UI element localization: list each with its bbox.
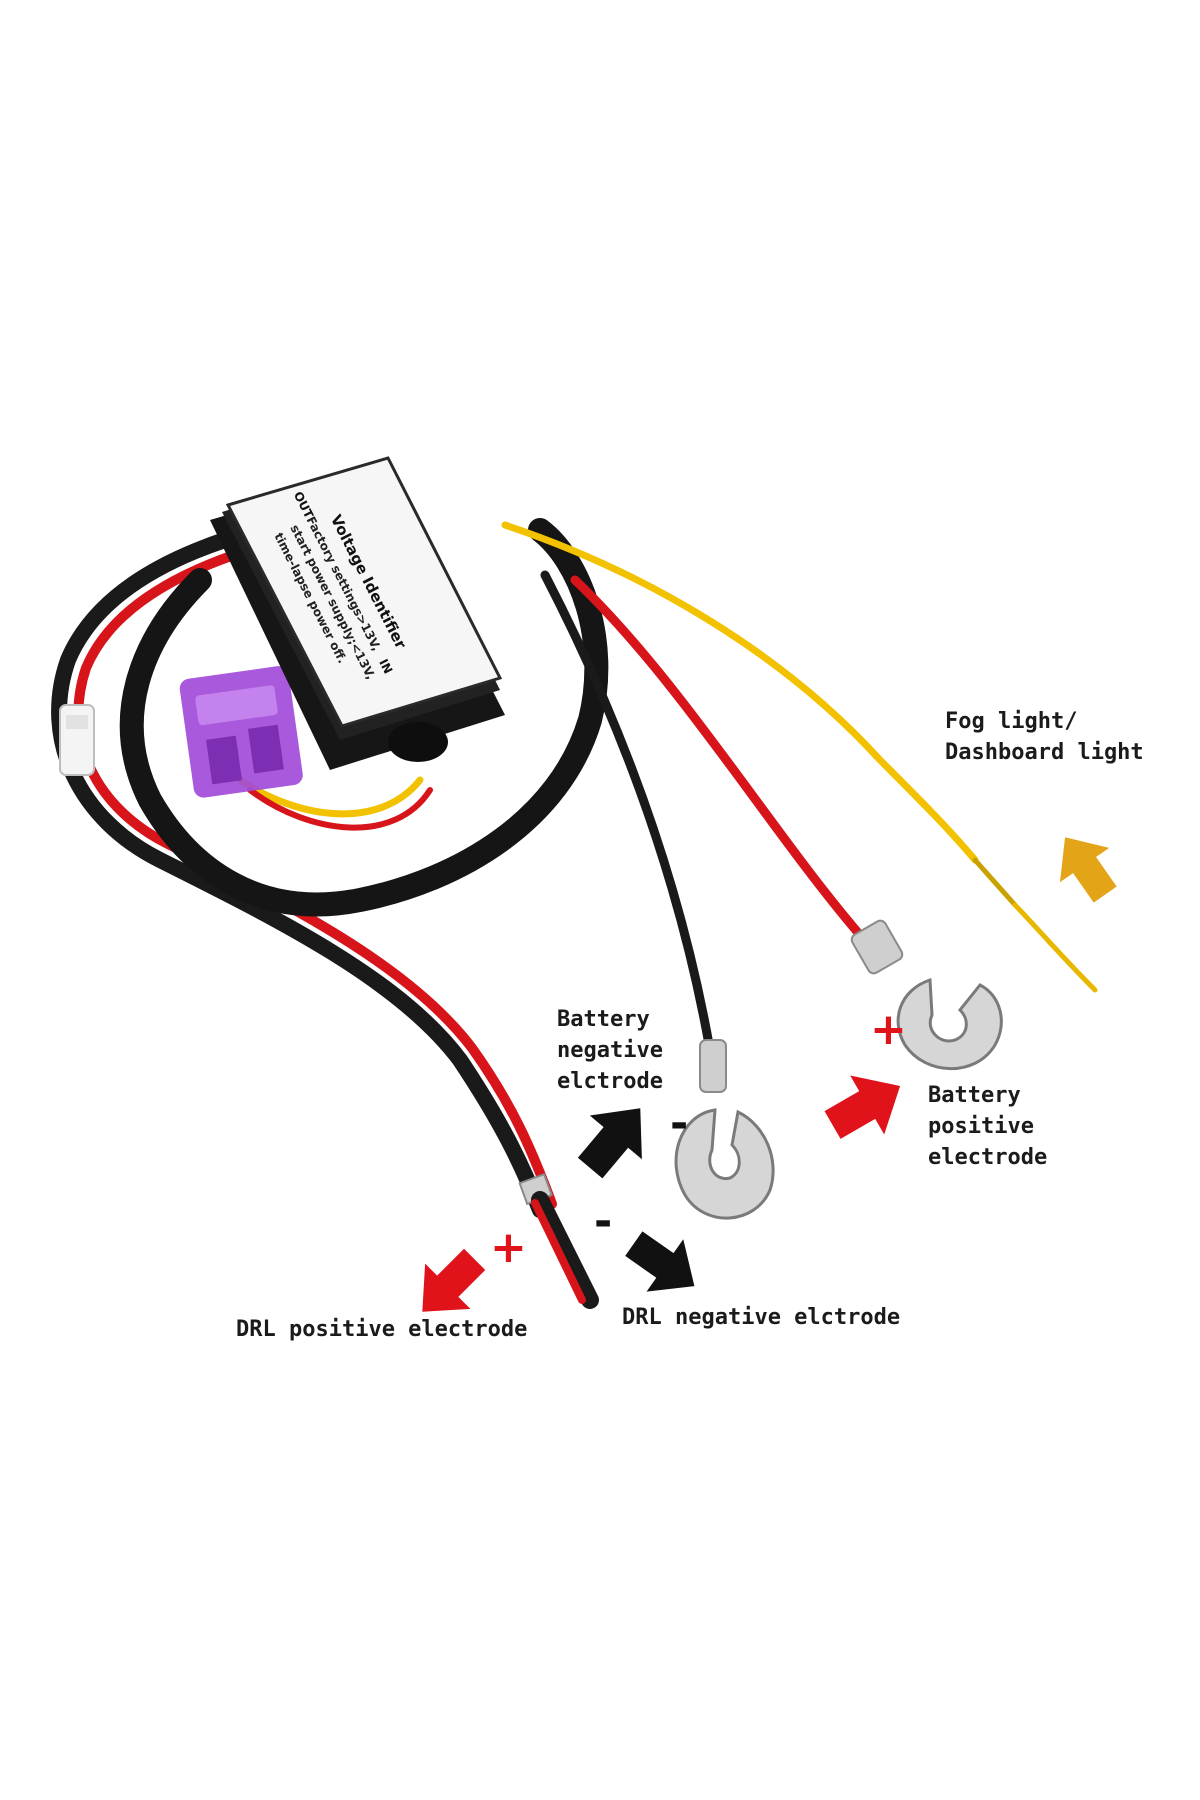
battery-negative-minus-sign: - — [670, 1098, 689, 1149]
drl-negative-minus-sign: - — [594, 1196, 613, 1247]
red-wire — [570, 575, 865, 940]
drl-positive-arrow-icon — [422, 1248, 486, 1312]
black-wire — [540, 570, 715, 1055]
yellow-wire — [501, 521, 1098, 993]
battery-negative-arrow-icon — [577, 1108, 642, 1179]
drl-negative-label: DRL negative elctrode — [622, 1305, 901, 1330]
drl-wire-end — [518, 1172, 599, 1309]
voltage-identifier-module — [210, 456, 505, 770]
drl-negative-arrow-icon — [625, 1231, 695, 1292]
negative-ring-terminal — [674, 1039, 775, 1220]
battery-positive-plus-sign: + — [870, 1004, 907, 1055]
battery-positive-label: Battery positive electrode — [928, 1083, 1048, 1170]
drl-positive-label: DRL positive electrode — [236, 1317, 528, 1342]
battery-negative-label: Battery negative elctrode — [557, 1007, 663, 1094]
white-connector — [59, 704, 95, 776]
positive-ring-terminal — [850, 919, 1003, 1071]
fuse — [179, 666, 303, 798]
black-sheath-cable — [119, 518, 609, 917]
drl-positive-plus-sign: + — [490, 1222, 527, 1273]
fog-light-arrow-icon — [1059, 837, 1117, 903]
module-in-label: IN — [376, 657, 395, 676]
battery-positive-arrow-icon — [824, 1075, 901, 1139]
fog-light-label: Fog light/ Dashboard light — [945, 709, 1144, 765]
